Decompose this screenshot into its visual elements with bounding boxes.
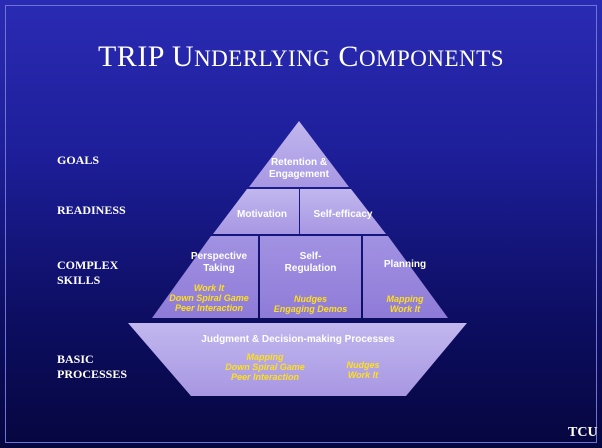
slide-title: TRIP UNDERLYING COMPONENTS — [0, 40, 602, 74]
perspective-line2: Taking — [203, 263, 235, 274]
self-regulation-items: Nudges Engaging Demos — [262, 294, 359, 314]
goals-text: Retention & Engagement — [249, 157, 349, 181]
basic-right-item: Nudges — [346, 360, 380, 370]
label-readiness: READINESS — [57, 203, 126, 217]
self-regulation-line2: Regulation — [284, 263, 337, 274]
planning-item: Mapping — [386, 294, 424, 304]
goals-line1: Retention & — [270, 157, 328, 168]
basic-right-items: Nudges Work It — [328, 360, 398, 380]
perspective-item: Peer Interaction — [174, 303, 244, 313]
perspective-line1: Perspective — [190, 251, 248, 262]
motivation-label: Motivation — [237, 209, 287, 220]
pyramid-readiness-right — [300, 189, 386, 234]
self-regulation-label: Self- Regulation — [262, 251, 359, 275]
self-regulation-item: Nudges — [293, 294, 327, 304]
pyramid-basic-tier — [128, 323, 467, 396]
basic-left-item: Mapping — [246, 352, 284, 362]
pyramid-goals-tier — [249, 121, 349, 187]
basic-left-item: Peer Interaction — [230, 372, 300, 382]
tcu-logo: TCU — [568, 425, 598, 440]
planning-label: Planning — [383, 259, 427, 270]
perspective-taking-label: Perspective Taking — [180, 251, 258, 275]
pyramid-skills-left — [152, 236, 258, 318]
judgment-label: Judgment & Decision-making Processes — [201, 334, 395, 345]
planning-items: Mapping Work It — [370, 294, 440, 314]
basic-left-item: Down Spiral Game — [225, 362, 305, 372]
basic-left-items: Mapping Down Spiral Game Peer Interactio… — [210, 352, 320, 382]
title-underlying: NDERLYING — [194, 46, 331, 71]
label-skills: SKILLS — [57, 273, 101, 287]
title-u-initial: U — [171, 40, 195, 73]
label-basic: BASIC — [57, 352, 94, 366]
self-regulation-item: Engaging Demos — [273, 304, 348, 314]
label-complex: COMPLEX — [57, 258, 119, 272]
title-components: OMPONENTS — [358, 46, 505, 71]
slide-frame — [5, 5, 597, 443]
goals-line2: Engagement — [268, 169, 329, 180]
perspective-item: Down Spiral Game — [169, 293, 249, 303]
title-c-initial: C — [338, 40, 359, 73]
pyramid-skills-right — [363, 236, 448, 318]
self-efficacy-label: Self-efficacy — [313, 209, 373, 220]
self-regulation-line1: Self- — [299, 251, 322, 262]
pyramid-skills-middle — [260, 236, 361, 318]
label-processes: PROCESSES — [57, 367, 128, 381]
perspective-item: Work It — [193, 283, 225, 293]
title-trip: TRIP — [97, 40, 164, 73]
planning-item: Work It — [389, 304, 421, 314]
label-goals: GOALS — [57, 153, 100, 167]
perspective-items: Work It Down Spiral Game Peer Interactio… — [160, 283, 258, 313]
pyramid-readiness-left — [213, 189, 299, 234]
basic-right-item: Work It — [347, 370, 379, 380]
